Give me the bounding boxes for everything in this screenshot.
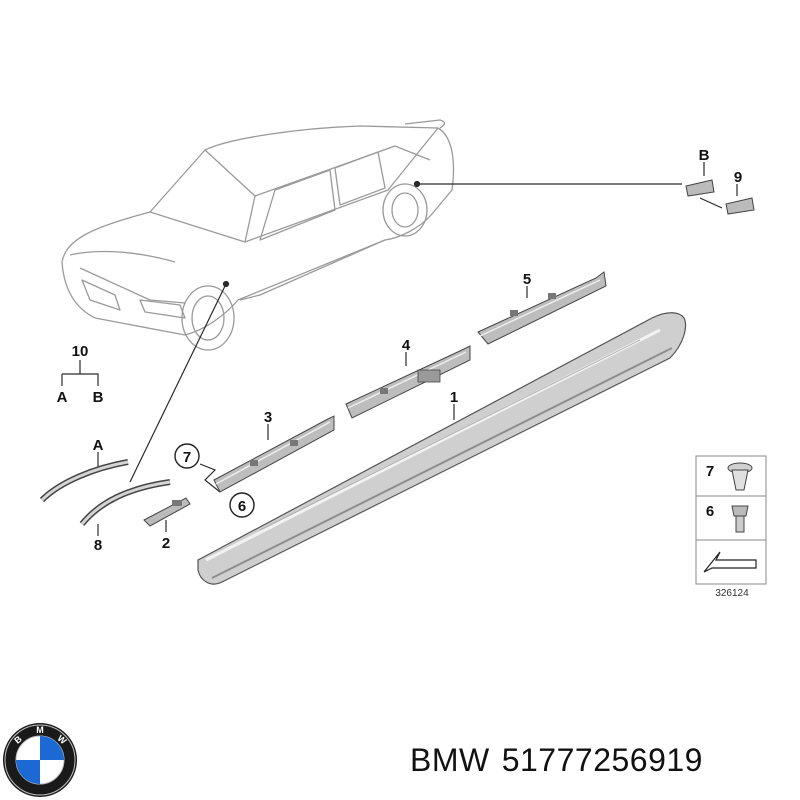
bmw-logo: B M W bbox=[3, 723, 77, 797]
bracket-part-2 bbox=[143, 497, 191, 527]
sill-cover-part-1 bbox=[197, 312, 687, 585]
bracket-part-5 bbox=[477, 271, 607, 345]
fastener-legend: 7 6 bbox=[695, 455, 767, 585]
label-part-9: 9 bbox=[734, 169, 742, 186]
label-part-1: 1 bbox=[450, 389, 458, 406]
car-outline bbox=[61, 119, 455, 351]
label-b-trim: B bbox=[699, 147, 710, 164]
label-part-3: 3 bbox=[264, 409, 272, 426]
part-caption: BMW 51777256919 bbox=[410, 742, 715, 779]
wheel-arch-strip-part-8 bbox=[39, 459, 171, 526]
leader-lines bbox=[61, 162, 738, 536]
label-part-6: 6 bbox=[238, 498, 246, 515]
diagram-number: 326124 bbox=[715, 588, 749, 599]
label-part-4: 4 bbox=[402, 337, 411, 354]
screw-icon bbox=[731, 505, 749, 533]
direction-arrow-icon bbox=[703, 551, 757, 573]
label-part-7: 7 bbox=[183, 449, 191, 466]
label-a-arch: A bbox=[93, 437, 104, 454]
legend-label-6: 6 bbox=[706, 503, 714, 520]
label-part-5: 5 bbox=[523, 271, 531, 288]
label-part-2: 2 bbox=[162, 535, 170, 552]
label-part-10: 10 bbox=[72, 343, 89, 360]
part-number: 51777256919 bbox=[501, 742, 703, 778]
callout-circle-6 bbox=[229, 492, 255, 518]
label-a-group: A bbox=[57, 389, 68, 406]
logo-letter-b: B bbox=[12, 733, 24, 745]
brand-name: BMW bbox=[410, 742, 490, 778]
legend-label-7: 7 bbox=[706, 463, 714, 480]
clip-icon bbox=[727, 462, 753, 491]
label-part-8: 8 bbox=[94, 537, 102, 554]
bracket-part-3 bbox=[213, 415, 335, 493]
label-b-group: B bbox=[93, 389, 104, 406]
logo-letter-m: M bbox=[36, 725, 44, 735]
callout-circle-7 bbox=[174, 443, 200, 469]
bracket-part-4 bbox=[345, 345, 471, 419]
trim-part-9 bbox=[685, 179, 755, 215]
